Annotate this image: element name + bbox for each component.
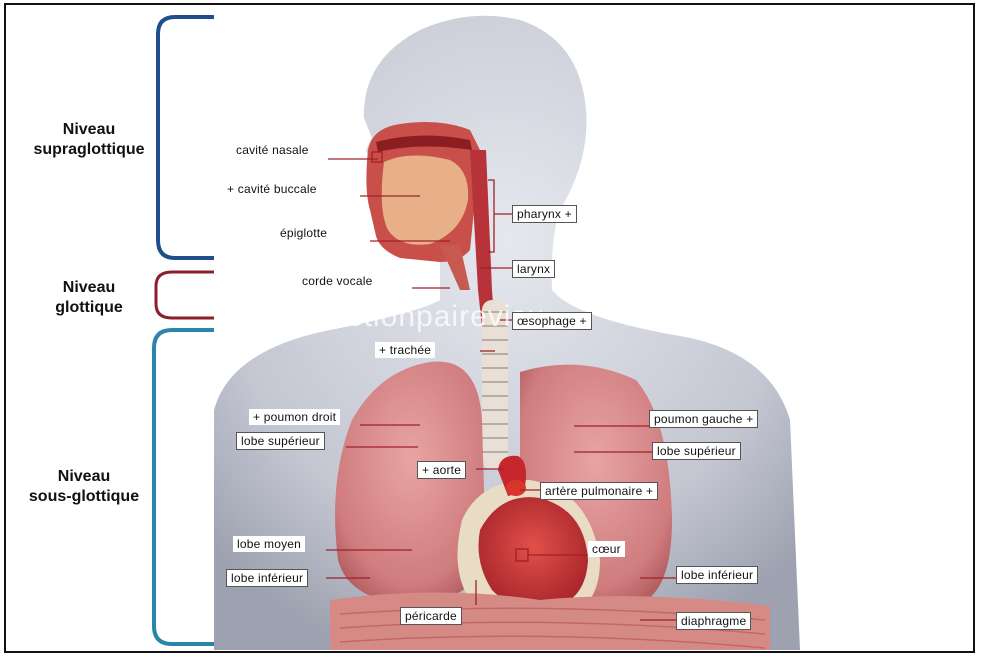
label-aorte: + aorte bbox=[417, 461, 466, 479]
label-lobe-inferieur-gauche: lobe inférieur bbox=[676, 566, 758, 584]
level-glottique-label: Niveau glottique bbox=[55, 279, 123, 316]
label-lobe-moyen: lobe moyen bbox=[233, 536, 305, 552]
label-cavite-buccale: + cavité buccale bbox=[223, 181, 321, 197]
label-trachee: + trachée bbox=[375, 342, 435, 358]
label-lobe-superieur-droit: lobe supérieur bbox=[236, 432, 325, 450]
label-lobe-superieur-gauche: lobe supérieur bbox=[652, 442, 741, 460]
level-glottique: Niveau glottique bbox=[24, 278, 154, 318]
level-supraglottique: Niveau supraglottique bbox=[24, 120, 154, 160]
label-lobe-inferieur-droit: lobe inférieur bbox=[226, 569, 308, 587]
label-pericarde: péricarde bbox=[400, 607, 462, 625]
level-sous-glottique-label: Niveau sous-glottique bbox=[29, 468, 139, 505]
label-artere-pulmonaire: artère pulmonaire + bbox=[540, 482, 658, 500]
label-poumon-gauche: poumon gauche + bbox=[649, 410, 758, 428]
label-oesophage: œsophage + bbox=[512, 312, 592, 330]
label-diaphragme: diaphragme bbox=[676, 612, 751, 630]
level-sous-glottique: Niveau sous-glottique bbox=[14, 467, 154, 507]
bracket-supraglottique bbox=[158, 17, 214, 258]
label-coeur: cœur bbox=[588, 541, 625, 557]
label-larynx: larynx bbox=[512, 260, 555, 278]
label-cavite-nasale: cavité nasale bbox=[232, 142, 313, 158]
label-epiglotte: épiglotte bbox=[276, 225, 331, 241]
label-corde-vocale: corde vocale bbox=[298, 273, 376, 289]
label-pharynx: pharynx + bbox=[512, 205, 577, 223]
pulmonary-artery bbox=[506, 480, 526, 496]
bracket-glottique bbox=[156, 272, 214, 318]
label-poumon-droit: + poumon droit bbox=[249, 409, 340, 425]
level-supraglottique-label: Niveau supraglottique bbox=[33, 121, 144, 158]
bracket-sous-glottique bbox=[154, 330, 214, 644]
